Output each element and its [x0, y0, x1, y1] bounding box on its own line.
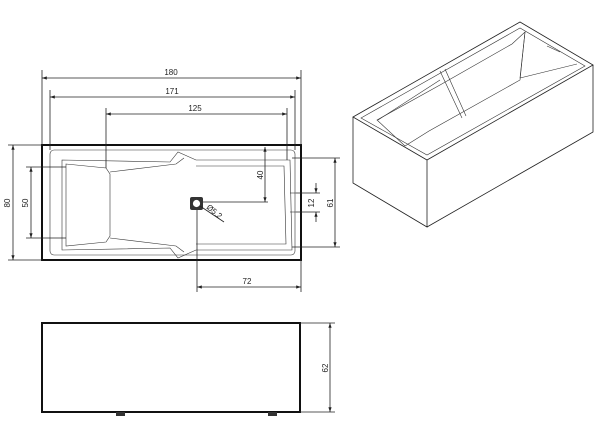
iso-sides: [352, 65, 594, 228]
iso-rim: [360, 27, 586, 156]
dim-drain-offset-end: 72: [243, 277, 252, 286]
dim-drain-diameter: Ø5.2: [205, 203, 224, 221]
dim-height: 62: [321, 363, 330, 372]
iso-basin-inner: [519, 31, 578, 79]
dim-basin-length: 125: [188, 104, 202, 113]
isometric-view: [352, 21, 594, 228]
foot-right: [268, 412, 277, 416]
dim-overall-width: 80: [3, 198, 12, 207]
iso-basin: [376, 31, 526, 147]
dim-basin-width: 61: [326, 198, 335, 207]
dim-overflow-height: 12: [307, 198, 316, 207]
headrest-slope: [109, 157, 185, 253]
dim-headrest-width: 50: [21, 198, 30, 207]
dim-overall-length: 180: [164, 68, 178, 77]
tub-outline-side: [41, 322, 301, 413]
dim-inner-length: 171: [165, 87, 179, 96]
dim-drain-offset-side: 40: [256, 170, 265, 179]
iso-headrest: [377, 68, 467, 121]
side-view: 62: [41, 322, 335, 416]
basin-outline: [61, 151, 293, 259]
basin-floor: [196, 165, 287, 245]
tub-rim: [49, 149, 296, 256]
tub-outline-top: [41, 144, 302, 261]
foot-left: [116, 412, 125, 416]
top-view: Ø5.2 180 171 125 80 50 40 12 61: [3, 68, 340, 292]
iso-top: [352, 21, 594, 161]
headrest: [65, 163, 111, 247]
